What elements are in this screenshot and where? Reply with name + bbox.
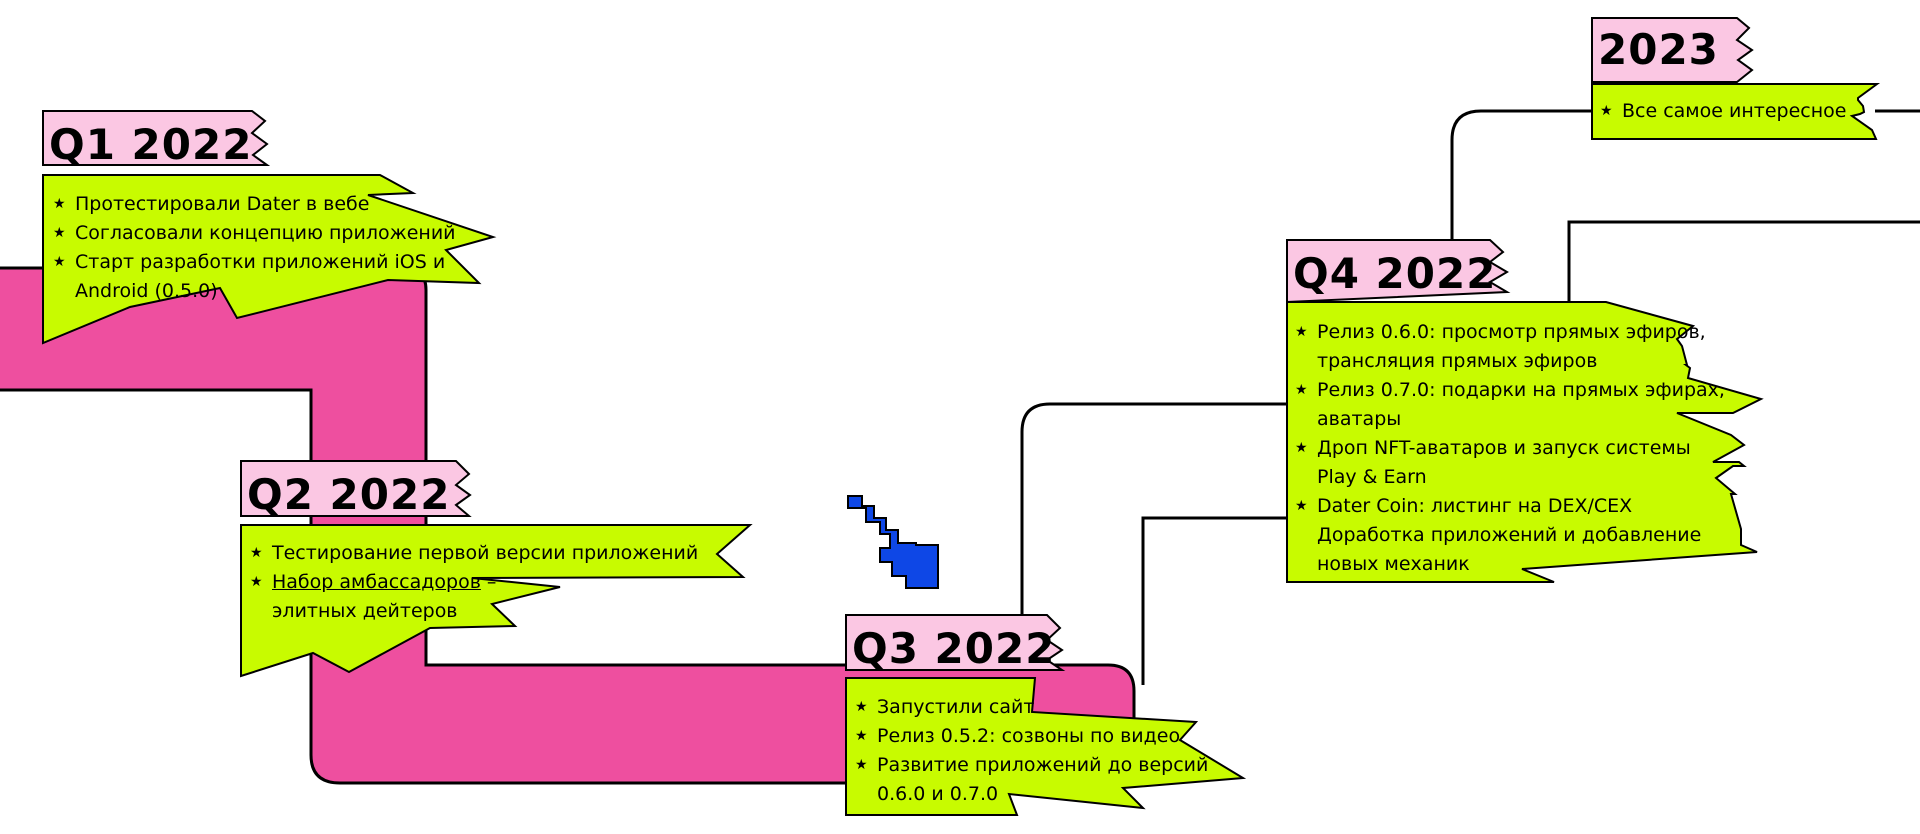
list-item: ★ Протестировали Dater в вебе [53,190,456,219]
item-text: Доработка приложений и добавление [1317,524,1702,546]
list-item-continuation: элитных дейтеров [250,597,698,626]
item-text: Протестировали Dater в вебе [75,193,370,215]
list-item-continuation: аватары [1295,405,1725,434]
list-item-continuation: Доработка приложений и добавление [1295,521,1725,550]
item-text: Развитие приложений до версий [877,754,1209,776]
star-icon: ★ [855,757,868,773]
list-item-continuation: трансляция прямых эфиров [1295,347,1725,376]
star-icon: ★ [53,254,66,270]
connector-q4-right [1567,220,1920,302]
list-item: ★ Развитие приложений до версий [855,751,1208,780]
list-item: ★ Релиз 0.7.0: подарки на прямых эфирах, [1295,376,1725,405]
star-icon: ★ [250,545,263,561]
list-item: ★ Согласовали концепцию приложений [53,219,456,248]
star-icon: ★ [855,728,868,744]
item-text: Dater Coin: листинг на DEX/CEX [1317,495,1633,517]
list-item-continuation: Play & Earn [1295,463,1725,492]
list-item-continuation: Android (0.5.0) [53,277,456,306]
item-text: Android (0.5.0) [75,280,218,302]
list-item-continuation: 0.6.0 и 0.7.0 [855,780,1208,809]
star-icon: ★ [855,699,868,715]
item-text: элитных дейтеров [272,600,458,622]
item-text: Релиз 0.5.2: созвоны по видео [877,725,1181,747]
star-icon: ★ [1295,440,1308,456]
q1-note [42,110,497,345]
connector-q4-top [1450,109,1595,242]
milestone-title: Q1 2022 [49,120,253,169]
item-text: Старт разработки приложений iOS и [75,251,446,273]
milestone-title: 2023 [1598,25,1719,74]
item-text: 0.6.0 и 0.7.0 [877,783,999,805]
star-icon: ★ [1600,103,1613,119]
item-text: Дроп NFT-аватаров и запуск системы [1317,437,1691,459]
list-item: ★ Тестирование первой версии приложений [250,539,698,568]
q2-note [240,460,753,678]
star-icon: ★ [1295,498,1308,514]
list-item: ★ Дроп NFT-аватаров и запуск системы [1295,434,1725,463]
list-item: ★ Все самое интересное [1600,97,1846,126]
q3-note [845,614,1247,816]
star-icon: ★ [53,196,66,212]
list-item: ★ Релиз 0.5.2: созвоны по видео [855,722,1208,751]
item-text: Все самое интересное [1622,100,1847,122]
list-item: ★ Релиз 0.6.0: просмотр прямых эфиров, [1295,318,1725,347]
star-icon: ★ [1295,382,1308,398]
list-item: ★ Набор амбассадоров – [250,568,698,597]
item-text: Тестирование первой версии приложений [272,542,699,564]
connector-q3-q4-upper [1020,402,1287,614]
milestone-q1-items: ★ Протестировали Dater в вебе ★ Согласовал… [53,190,456,306]
item-text: Play & Earn [1317,466,1427,488]
connector-q3-q4-lower [1141,516,1287,685]
milestone-q2-items: ★ Тестирование первой версии приложений ★… [250,539,698,626]
list-item: ★ Dater Coin: листинг на DEX/CEX [1295,492,1725,521]
star-icon: ★ [53,225,66,241]
item-text: Релиз 0.6.0: просмотр прямых эфиров, [1317,321,1706,343]
pixel-arrow-icon [847,495,939,589]
milestone-title: Q3 2022 [852,624,1056,673]
milestone-q4-items: ★ Релиз 0.6.0: просмотр прямых эфиров, тр… [1295,318,1725,579]
list-item: ★ Запустили сайт [855,693,1208,722]
list-item: ★ Старт разработки приложений iOS и [53,248,456,277]
item-text: новых механик [1317,553,1470,575]
milestone-q3-items: ★ Запустили сайт ★ Релиз 0.5.2: созвоны по… [855,693,1208,809]
milestone-title: Q4 2022 [1293,249,1497,298]
star-icon: ★ [1295,324,1308,340]
item-text: Согласовали концепцию приложений [75,222,456,244]
item-text: Релиз 0.7.0: подарки на прямых эфирах, [1317,379,1725,401]
star-icon: ★ [250,574,263,590]
y2023-note [1591,17,1881,140]
milestone-2023-items: ★ Все самое интересное [1600,97,1846,126]
item-text: трансляция прямых эфиров [1317,350,1598,372]
q4-note [1286,239,1764,583]
item-text: Запустили сайт [877,696,1035,718]
milestone-title: Q2 2022 [247,470,451,519]
item-text: аватары [1317,408,1402,430]
ambassadors-link[interactable]: Набор амбассадоров [272,571,481,593]
item-text: – [480,571,497,593]
list-item-continuation: новых механик [1295,550,1725,579]
